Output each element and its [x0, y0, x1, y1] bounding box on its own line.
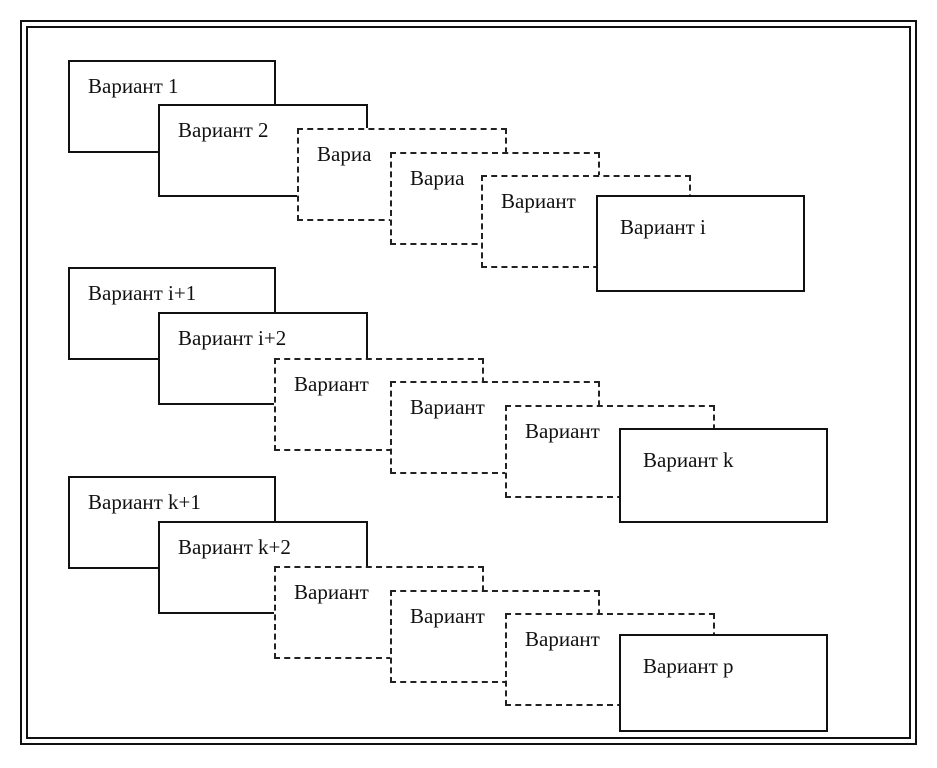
variant-label: Вариант k: [643, 448, 734, 472]
variant-label: Вариант k+2: [178, 535, 291, 559]
inner-frame: [26, 26, 911, 739]
outer-frame: [20, 20, 917, 745]
variant-label: Вариант: [294, 372, 369, 396]
variant-label: Вариант: [410, 604, 485, 628]
variant-label: Вариант: [410, 395, 485, 419]
variant-label: Вариант k+1: [88, 490, 201, 514]
variant-label: Вариант: [501, 189, 576, 213]
variant-label: Вариант: [525, 627, 600, 651]
variant-label: Вариант p: [643, 654, 734, 678]
variant-card-i: Вариант i: [596, 195, 805, 292]
variant-label: Вариант i+2: [178, 326, 287, 350]
variant-label: Вариант 1: [88, 74, 179, 98]
variant-label: Вариа: [410, 166, 465, 190]
variant-label: Вариа: [317, 142, 372, 166]
variant-label: Вариант i+1: [88, 281, 197, 305]
variant-label: Вариант: [525, 419, 600, 443]
variant-card-k: Вариант k: [619, 428, 828, 523]
variant-card-p: Вариант p: [619, 634, 828, 732]
variant-label: Вариант 2: [178, 118, 269, 142]
variant-label: Вариант: [294, 580, 369, 604]
variant-label: Вариант i: [620, 215, 706, 239]
